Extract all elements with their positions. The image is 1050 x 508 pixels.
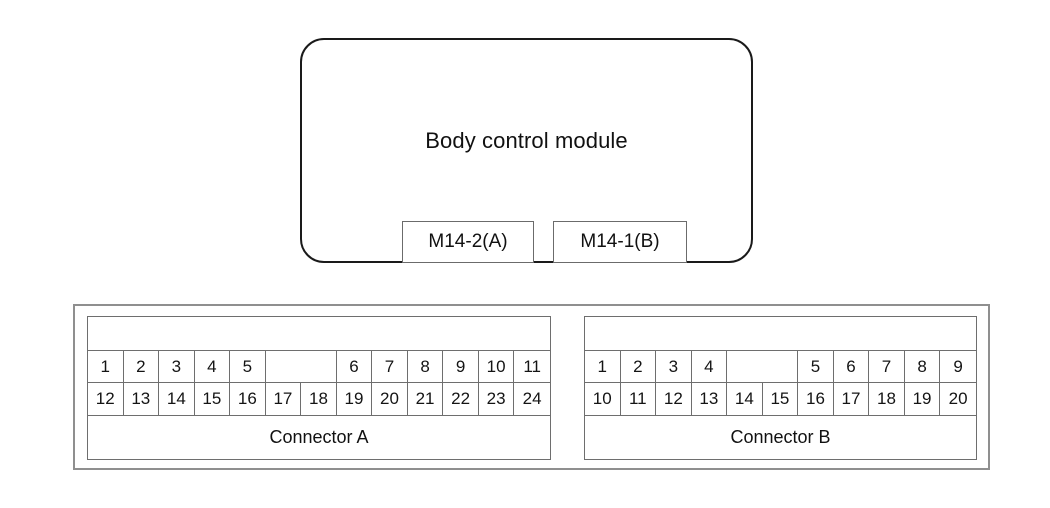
pin-cell-3: 3 [656,351,692,382]
pin-cell-12: 12 [88,383,124,415]
pin-cell-blank [727,351,799,382]
pin-cell-24: 24 [514,383,550,415]
module-title: Body control module [425,128,628,153]
pin-cell-13: 13 [691,383,728,415]
pin-cell-6: 6 [336,351,373,382]
pin-cell-4: 4 [691,351,728,382]
pin-cell-20: 20 [940,383,976,415]
connector-b-footer-label: Connector B [585,415,976,459]
connector-a-top-pad [88,317,550,350]
pin-cell-4: 4 [194,351,231,382]
pin-cell-13: 13 [123,383,160,415]
pin-cell-9: 9 [443,351,479,382]
connector-label-m14-2-a: M14-2(A) [402,221,534,263]
pin-cell-11: 11 [514,351,550,382]
pin-cell-14: 14 [159,383,195,415]
pin-cell-2: 2 [620,351,657,382]
pin-cell-16: 16 [230,383,266,415]
pin-cell-22: 22 [443,383,479,415]
connector-a-footer-label: Connector A [88,415,550,459]
pin-cell-1: 1 [585,351,621,382]
pin-cell-16: 16 [798,383,834,415]
pin-cell-blank [265,351,337,382]
pin-cell-23: 23 [478,383,515,415]
pin-cell-17: 17 [265,383,302,415]
pin-cell-14: 14 [727,383,763,415]
pin-cell-15: 15 [762,383,799,415]
pin-cell-10: 10 [478,351,515,382]
pin-cell-12: 12 [656,383,692,415]
pin-cell-5: 5 [230,351,266,382]
pin-cell-7: 7 [869,351,905,382]
pin-cell-8: 8 [407,351,444,382]
pin-cell-8: 8 [904,351,941,382]
connector-b-top-pad [585,317,976,350]
pin-cell-3: 3 [159,351,195,382]
pin-cell-18: 18 [301,383,337,415]
pin-cell-19: 19 [336,383,373,415]
pin-cell-1: 1 [88,351,124,382]
pin-cell-2: 2 [123,351,160,382]
connector-label-m14-1-b: M14-1(B) [553,221,687,263]
pin-cell-5: 5 [798,351,834,382]
pin-cell-9: 9 [940,351,976,382]
pin-cell-7: 7 [372,351,408,382]
pin-cell-15: 15 [194,383,231,415]
pin-cell-20: 20 [372,383,408,415]
pin-cell-21: 21 [407,383,444,415]
pin-cell-19: 19 [904,383,941,415]
pin-cell-17: 17 [833,383,870,415]
pin-cell-18: 18 [869,383,905,415]
pin-cell-6: 6 [833,351,870,382]
pin-cell-11: 11 [620,383,657,415]
pin-cell-10: 10 [585,383,621,415]
